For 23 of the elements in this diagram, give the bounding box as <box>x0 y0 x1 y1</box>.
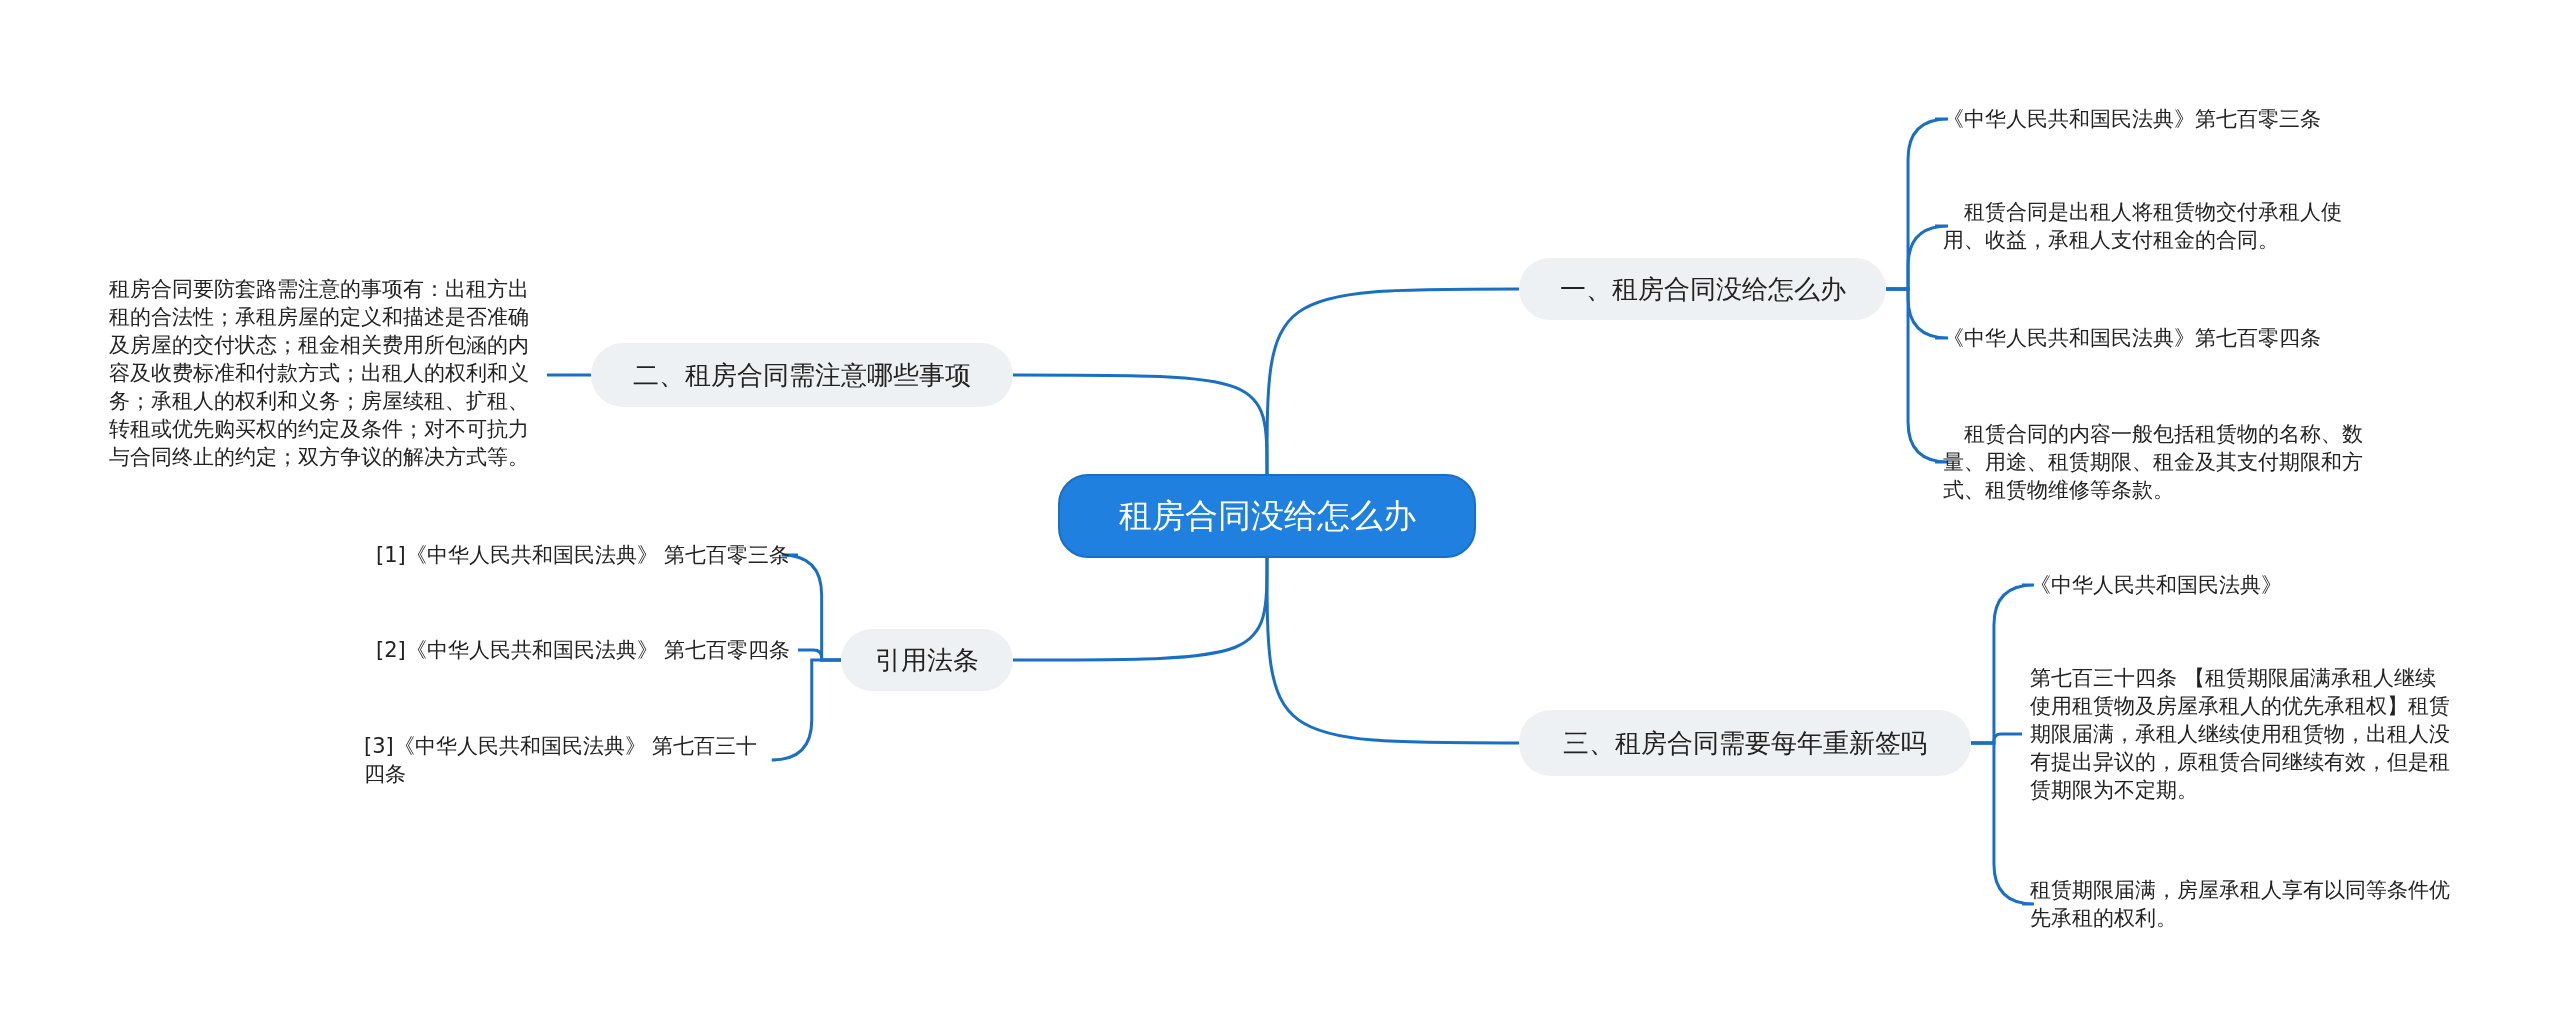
note-text: [2]《中华人民共和国民法典》 第七百零四条 <box>368 636 799 664</box>
note-text: 租房合同要防套路需注意的事项有：出租方出租的合法性；承租房屋的定义和描述是否准确及房屋的交付状态；租金相关费用所包涵的内容及收费标准和付款方式；出租人的权利和义务；承租人的权利和义务；房屋续租、扩租、转租或优先购买权的约定及条件；对不可抗力与合同终止的约定；双方争议的解决方式等。 <box>101 275 547 471</box>
topic-box: 引用法条 <box>841 629 1013 691</box>
topic-box: 三、租房合同需要每年重新签吗 <box>1519 710 1971 776</box>
connector-line <box>1265 287 1519 474</box>
note-text: 《中华人民共和国民法典》第七百零三条 <box>1935 105 2329 133</box>
topic-box: 二、租房合同需注意哪些事项 <box>591 343 1013 407</box>
note-text: 第七百三十四条 【租赁期限届满承租人继续使用租赁物及房屋承租人的优先承租权】租赁期限届满，承租人继续使用租赁物，出租人没有提出异议的，原租赁合同继续有效，但是租赁期限为不定期。 <box>2022 664 2462 804</box>
connector-line <box>770 658 841 762</box>
note-text: [1]《中华人民共和国民法典》 第七百零三条 <box>368 541 799 569</box>
note-text: 租赁合同是出租人将租赁物交付承租人使用、收益，承租人支付租金的合同。 <box>1935 198 2375 254</box>
note-text: 《中华人民共和国民法典》第七百零四条 <box>1935 324 2329 352</box>
connector-line <box>547 373 591 377</box>
topic-box: 一、租房合同没给怎么办 <box>1519 258 1886 320</box>
central-topic-box: 租房合同没给怎么办 <box>1058 474 1476 558</box>
connector-line <box>1013 373 1269 474</box>
note-text: [3]《中华人民共和国民法典》 第七百三十四条 <box>356 732 776 788</box>
connector-line <box>1971 741 2036 906</box>
connector-line <box>1013 558 1269 662</box>
note-text: 《中华人民共和国民法典》 <box>2022 571 2290 599</box>
note-text: 租赁期限届满，房屋承租人享有以同等条件优先承租的权利。 <box>2022 876 2462 932</box>
connector-line <box>1265 558 1519 745</box>
note-text: 租赁合同的内容一般包括租赁物的名称、数量、用途、租赁期限、租金及其支付期限和方式、租赁物维修等条款。 <box>1935 420 2375 504</box>
